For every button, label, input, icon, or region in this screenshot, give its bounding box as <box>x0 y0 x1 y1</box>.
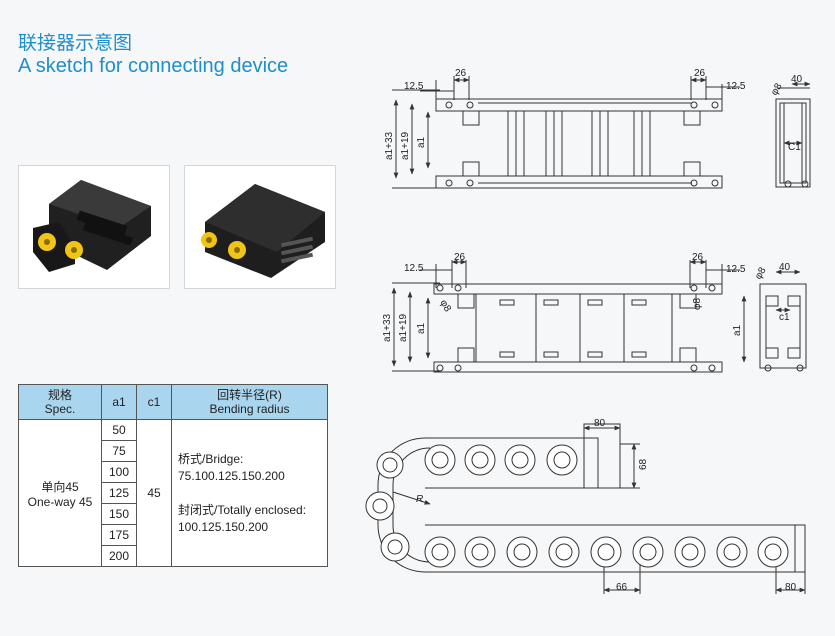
a1-cell: 100 <box>101 461 137 483</box>
dim-bottom-68: 68 <box>638 458 649 470</box>
title-cn: 联接器示意图 <box>18 32 133 54</box>
dim-top-a1-33: a1+33 <box>384 131 395 160</box>
label-bottom-r: R <box>416 494 423 505</box>
dim-mid-phi8-left: φ8 <box>437 298 453 314</box>
top-drawing <box>392 76 811 189</box>
dim-top-12-5-right: 12.5 <box>726 81 746 92</box>
dim-mid-26-left: 26 <box>454 252 466 263</box>
dim-top-26-right: 26 <box>694 68 706 79</box>
dim-mid-12-5-right: 12.5 <box>726 264 746 275</box>
dim-bottom-80-bottom: 80 <box>785 582 797 593</box>
header-c1: c1 <box>136 384 172 420</box>
a1-cell: 200 <box>101 545 137 567</box>
dim-mid-phi8-right: φ8 <box>692 298 703 310</box>
header-a1: a1 <box>101 384 137 420</box>
dim-mid-a1-19: a1+19 <box>398 313 409 342</box>
title-en: A sketch for connecting device <box>18 55 289 77</box>
dim-top-12-5-left: 12.5 <box>404 81 424 92</box>
dim-top-a1: a1 <box>416 136 427 148</box>
side-top-40: 40 <box>791 74 803 85</box>
bottom-drawing-rollers <box>365 444 789 568</box>
side-mid-40: 40 <box>779 262 791 273</box>
c1-cell: 45 <box>136 419 172 567</box>
dim-top-26-left: 26 <box>455 68 467 79</box>
dim-bottom-80-top: 80 <box>594 418 606 429</box>
side-mid-phi8: φ8 <box>753 265 769 281</box>
product-photo-right <box>184 165 336 289</box>
side-mid-c1: c1 <box>779 312 790 323</box>
dim-mid-26-right: 26 <box>692 252 704 263</box>
side-top-c1: C1 <box>788 142 801 153</box>
dim-top-a1-19: a1+19 <box>400 131 411 160</box>
dim-mid-a1: a1 <box>416 322 427 334</box>
side-mid-a1: a1 <box>732 324 743 336</box>
bending-radius-cell: 桥式/Bridge:75.100.125.150.200 封闭式/Totally… <box>171 419 328 567</box>
dim-mid-a1-33: a1+33 <box>382 313 393 342</box>
a1-cell: 175 <box>101 524 137 546</box>
a1-cell: 125 <box>101 482 137 504</box>
dim-mid-12-5-left: 12.5 <box>404 263 424 274</box>
middle-drawing <box>391 259 807 373</box>
a1-cell: 50 <box>101 419 137 441</box>
dim-bottom-66: 66 <box>616 582 628 593</box>
product-photo-left <box>18 165 170 289</box>
side-top-phi8: φ8 <box>769 81 785 97</box>
